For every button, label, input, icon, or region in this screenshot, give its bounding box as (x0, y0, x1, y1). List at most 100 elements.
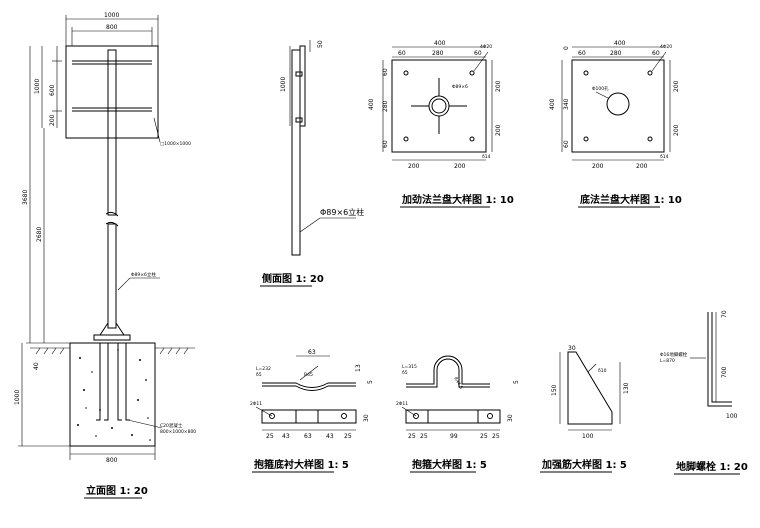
dim-label: 200 (673, 124, 680, 136)
base-plate (93, 334, 131, 341)
dim-label: 30 (568, 345, 576, 352)
hole-note: 4Φ20 (660, 44, 672, 50)
leader (299, 365, 319, 381)
dim-label: 340 (563, 98, 570, 110)
sign-edge (299, 45, 306, 127)
dim-label: 100 (582, 433, 594, 440)
liner-profile (262, 382, 356, 388)
leader (153, 117, 161, 143)
hoop-side (295, 71, 303, 77)
dim-label: 800 (106, 24, 118, 31)
dim-label: 60 (652, 50, 660, 57)
dim-label: 25 (344, 433, 352, 440)
dim-label: 5 (513, 380, 520, 384)
dim-label: 100 (726, 413, 738, 420)
dim-label: 5 (367, 380, 374, 384)
dim-label: 800 (106, 457, 118, 464)
bolt-hole (469, 136, 475, 142)
dim-label: 400 (434, 40, 446, 47)
caption-hoop: 抱箍大样图 1: 5 (412, 458, 487, 471)
hoop-thickness: δ5 (402, 370, 408, 376)
liner-profile (262, 385, 356, 391)
dim-label: 63 (308, 349, 316, 356)
dim-label: 63 (304, 433, 312, 440)
hoop-radius: R44.5 (452, 376, 464, 391)
rib-plate (567, 351, 613, 425)
anchor-bolt-shape (711, 312, 732, 403)
dim-label: 200 (49, 114, 56, 126)
hoop-profile (406, 355, 490, 385)
leader (651, 51, 667, 72)
hole-note: 4Φ20 (480, 44, 492, 50)
dim-label: 200 (592, 163, 604, 170)
dim-label: 60 (398, 50, 406, 57)
dim-label: 50 (317, 40, 324, 48)
sign-panel (65, 45, 159, 139)
dim-label: 280 (432, 50, 444, 57)
dim-label: 200 (408, 163, 420, 170)
side-view: 50 1000 Φ89×6立柱 侧面图 1: 20 (260, 40, 364, 287)
bolt-hole (647, 70, 653, 76)
dim-label: 2680 (36, 227, 43, 242)
dim-label: 60 (382, 68, 389, 76)
bolt-hole (403, 136, 409, 142)
base-flange-view: 400 60 280 60 Φ100孔 4Φ20 δ14 400 0 340 6… (549, 40, 682, 208)
anchor-bolt (96, 343, 101, 421)
liner-length: L=232 (256, 366, 271, 372)
center-note: Φ100孔 (592, 85, 609, 92)
dim-label: 60 (474, 50, 482, 57)
column (107, 49, 117, 216)
dim-label: 25 (408, 433, 416, 440)
hoop-hole: 2Φ11 (396, 401, 408, 407)
caption-hoop-liner: 抱箍底衬大样图 1: 5 (254, 458, 349, 471)
dim-label: 1000 (14, 390, 21, 405)
caption-stiffened-flange: 加劲法兰盘大样图 1: 10 (401, 193, 514, 206)
caption-side: 侧面图 1: 20 (262, 272, 324, 285)
anchor-bolt (117, 343, 122, 421)
hoop-side (295, 117, 303, 123)
dim-label: 1000 (104, 12, 119, 19)
bolt-hole (583, 70, 589, 76)
anchor-bolt (125, 343, 130, 421)
dim-label: 13 (355, 364, 362, 372)
rib-thickness: δ10 (598, 368, 607, 374)
anchor-bolt (104, 343, 109, 421)
bolt-hole (413, 413, 419, 419)
center-hole (606, 92, 630, 116)
dim-label: 25 (420, 433, 428, 440)
dim-label: 280 (610, 50, 622, 57)
liner-plan (261, 409, 357, 424)
bolt-hole (269, 413, 275, 419)
dim-label: 200 (495, 124, 502, 136)
plate-note: δ14 (660, 154, 669, 160)
caption-rib: 加强筋大样图 1: 5 (541, 458, 627, 471)
hoop-plan (405, 409, 501, 424)
dim-label: 40 (33, 362, 40, 370)
break-mark (105, 211, 119, 217)
liner-radius: R45 (304, 372, 313, 378)
dim-label: 700 (721, 366, 728, 378)
anchor-length: L=870 (660, 358, 675, 364)
leader (127, 419, 163, 429)
dim-label: 400 (368, 98, 375, 110)
dim-label: 25 (480, 433, 488, 440)
column-note: Φ89×6立柱 (131, 271, 156, 278)
dim-label: 600 (49, 84, 56, 96)
dim-label: 60 (563, 140, 570, 148)
dim-label: 0 (563, 46, 570, 50)
dim-label: 200 (636, 163, 648, 170)
dim-label: 1000 (280, 77, 287, 92)
dim-label: 43 (282, 433, 290, 440)
liner-hole: 2Φ11 (250, 401, 262, 407)
dim-label: 25 (266, 433, 274, 440)
dim-label: 25 (492, 433, 500, 440)
hoop-length: L=315 (402, 364, 417, 370)
stiffened-flange-view: 400 60 280 60 4Φ20 Φ89×6 δ14 400 60 280 … (368, 40, 514, 208)
center-note: Φ89×6 (452, 84, 468, 90)
elevation-view: 1000 800 □1000×1000 1000 600 200 3680 26… (14, 12, 196, 499)
column-section-inner (431, 98, 447, 114)
leader (587, 363, 597, 373)
caption-base-flange: 底法兰盘大样图 1: 10 (580, 193, 682, 206)
concrete-foundation (69, 342, 156, 447)
